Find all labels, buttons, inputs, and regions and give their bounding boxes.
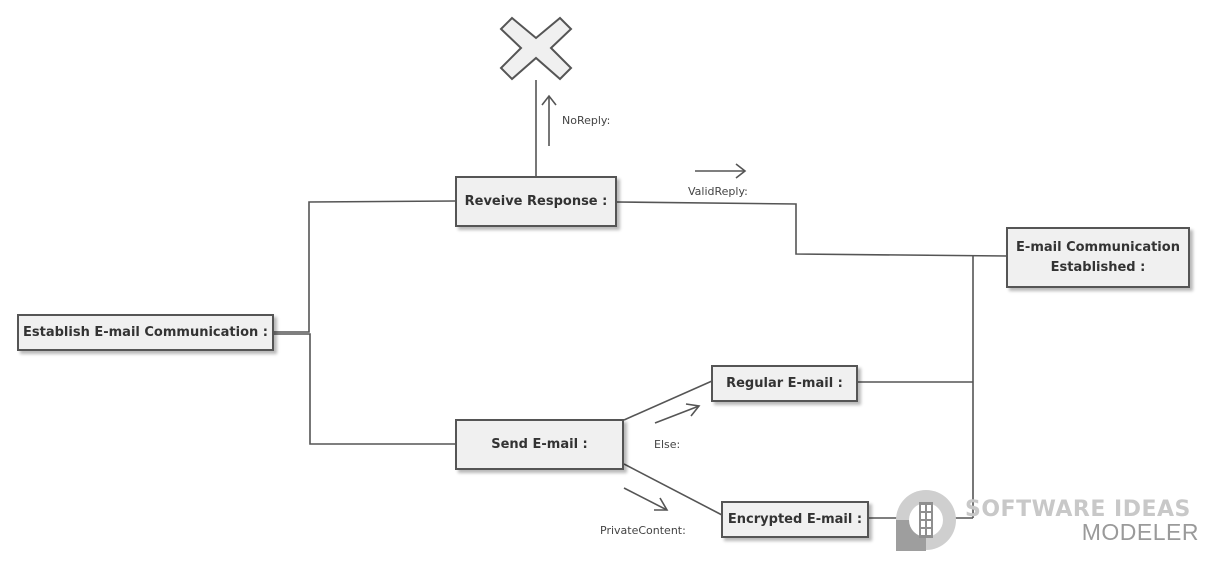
- node-receive-response[interactable]: Reveive Response :: [455, 176, 617, 227]
- connector-establish-send: [274, 333, 456, 445]
- arrow-privatecontent-icon: [623, 487, 669, 511]
- edge-label-validreply: ValidReply:: [688, 185, 748, 198]
- logo-text-line1: SOFTWARE IDEAS: [965, 497, 1191, 522]
- node-regular-email[interactable]: Regular E-mail :: [711, 365, 858, 402]
- connector-send-encrypted: [623, 463, 723, 516]
- connector-establish-receive: [274, 200, 457, 333]
- logo-mark-icon: [896, 490, 956, 551]
- connector-receive-established: [616, 201, 1008, 257]
- arrow-else-icon: [654, 403, 701, 424]
- edge-label-else: Else:: [654, 438, 681, 451]
- software-ideas-modeler-logo: SOFTWARE IDEAS MODELER: [895, 489, 1205, 553]
- node-email-communication-established[interactable]: E-mail Communication Established :: [1006, 227, 1190, 288]
- x-termination-icon: [499, 16, 573, 81]
- logo-text-line2: MODELER: [1081, 519, 1199, 545]
- arrow-noreply-icon: [541, 94, 557, 146]
- node-establish-email-communication[interactable]: Establish E-mail Communication :: [17, 314, 274, 351]
- connector-send-regular: [623, 380, 713, 421]
- edge-label-privatecontent: PrivateContent:: [600, 524, 686, 537]
- edge-label-noreply: NoReply:: [562, 114, 611, 127]
- arrow-validreply-icon: [695, 163, 747, 179]
- node-send-email[interactable]: Send E-mail :: [455, 419, 624, 470]
- node-encrypted-email[interactable]: Encrypted E-mail :: [721, 501, 869, 538]
